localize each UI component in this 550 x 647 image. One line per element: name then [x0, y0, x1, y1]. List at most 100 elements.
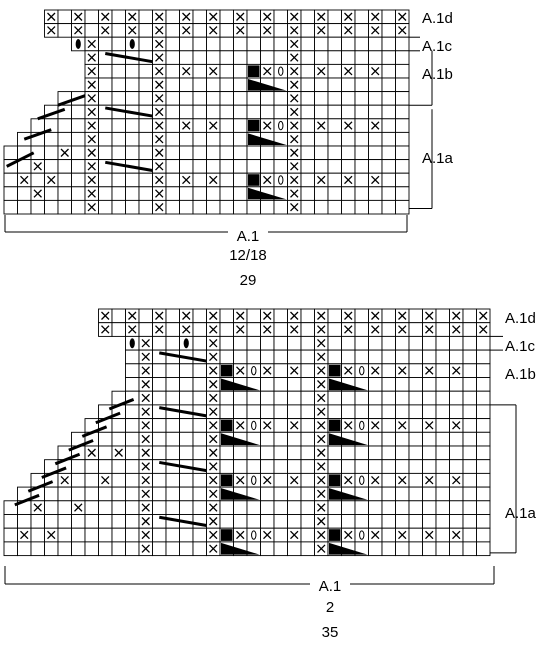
grid-cell	[381, 418, 396, 433]
x-symbol-icon	[479, 311, 488, 320]
grid-cell	[219, 404, 234, 420]
x-symbol-icon	[128, 311, 137, 320]
grid-cell	[273, 500, 288, 515]
grid-cell	[219, 77, 234, 93]
grid-cell	[111, 459, 126, 474]
grid-cell	[192, 104, 207, 120]
grid-cell	[165, 159, 180, 174]
x-symbol-icon	[236, 421, 245, 430]
grid-cell	[327, 199, 342, 215]
x-symbol-icon	[155, 12, 164, 21]
x-symbol-icon	[344, 325, 353, 334]
cable-line-icon	[54, 452, 81, 466]
grid-cell	[381, 172, 396, 188]
x-symbol-icon	[317, 393, 326, 403]
grid-cell	[260, 431, 275, 447]
grid-cell	[98, 199, 113, 215]
grid-cell	[327, 335, 342, 351]
grid-cell	[327, 36, 342, 52]
grid-cell	[206, 91, 221, 106]
x-symbol-icon	[452, 421, 461, 430]
grid-cell	[192, 390, 207, 406]
grid-cell	[476, 418, 491, 433]
grid-cell	[462, 377, 477, 392]
grid-cell	[98, 172, 113, 188]
grid-cell	[435, 363, 450, 378]
x-symbol-icon	[425, 325, 434, 334]
bobble-oval-icon	[183, 338, 189, 349]
x-symbol-icon	[344, 66, 353, 76]
grid-cell	[341, 445, 356, 461]
grid-cell	[219, 199, 234, 215]
x-symbol-icon	[209, 121, 218, 130]
grid-cell	[395, 118, 410, 133]
grid-cell	[273, 486, 288, 502]
x-symbol-icon	[344, 121, 353, 130]
cable-line-icon	[14, 493, 40, 507]
grid-cell	[287, 445, 302, 461]
x-symbol-icon	[290, 421, 299, 430]
x-symbol-icon	[114, 448, 123, 457]
grid-cell	[273, 472, 288, 488]
grid-cell	[273, 390, 288, 406]
x-symbol-icon	[141, 352, 150, 362]
open-oval-icon	[359, 365, 365, 376]
grid-cell	[422, 377, 437, 392]
x-symbol-icon	[101, 475, 110, 485]
label-a1d-top: A.1d	[422, 10, 453, 27]
grid-cell	[233, 514, 248, 529]
x-symbol-icon	[209, 26, 218, 35]
x-symbol-icon	[182, 26, 191, 35]
grid-cell	[408, 486, 423, 502]
x-symbol-icon	[344, 311, 353, 320]
grid-cell	[246, 349, 261, 365]
grid-cell	[408, 363, 423, 378]
grid-cell	[273, 308, 288, 324]
footer-title-bottom: A.1	[319, 578, 342, 595]
x-symbol-icon	[344, 12, 353, 21]
grid-cell	[273, 514, 288, 529]
x-symbol-icon	[344, 475, 353, 485]
x-symbol-icon	[398, 421, 407, 430]
grid-cell	[57, 159, 72, 174]
grid-cell	[233, 91, 248, 106]
triangle-decrease-icon	[221, 542, 260, 555]
x-symbol-icon	[317, 462, 326, 471]
x-symbol-icon	[263, 366, 272, 375]
x-symbol-icon	[290, 202, 299, 212]
grid-cell	[341, 77, 356, 93]
label-a1b-top: A.1b	[422, 66, 453, 83]
x-symbol-icon	[155, 189, 164, 198]
grid-cell	[125, 527, 140, 543]
triangle-decrease-icon	[248, 187, 287, 200]
grid-cell	[125, 431, 140, 447]
chart-bottom	[3, 308, 517, 585]
x-symbol-icon	[209, 517, 218, 526]
grid-cell	[165, 91, 180, 106]
x-symbol-icon	[425, 530, 434, 540]
grid-cell	[165, 486, 180, 502]
grid-cell	[287, 486, 302, 502]
grid-cell	[98, 486, 113, 502]
x-symbol-icon	[425, 366, 434, 375]
grid-cell	[395, 514, 410, 529]
bobble-oval-icon	[129, 39, 135, 49]
grid-cell	[354, 459, 369, 474]
x-symbol-icon	[47, 175, 56, 185]
grid-cell	[138, 199, 153, 215]
grid-cell	[381, 541, 396, 557]
grid-cell	[111, 486, 126, 502]
grid-cell	[327, 404, 342, 420]
x-symbol-icon	[209, 544, 218, 553]
grid-cell	[192, 145, 207, 161]
grid-cell	[368, 36, 383, 52]
grid-cell	[395, 104, 410, 120]
grid-cell	[246, 104, 261, 120]
grid-cell	[327, 349, 342, 365]
grid-cell	[408, 418, 423, 433]
grid-cell	[246, 50, 261, 65]
x-symbol-icon	[263, 175, 272, 185]
grid-cell	[368, 445, 383, 461]
grid-cell	[44, 131, 59, 147]
grid-cell	[71, 527, 86, 543]
